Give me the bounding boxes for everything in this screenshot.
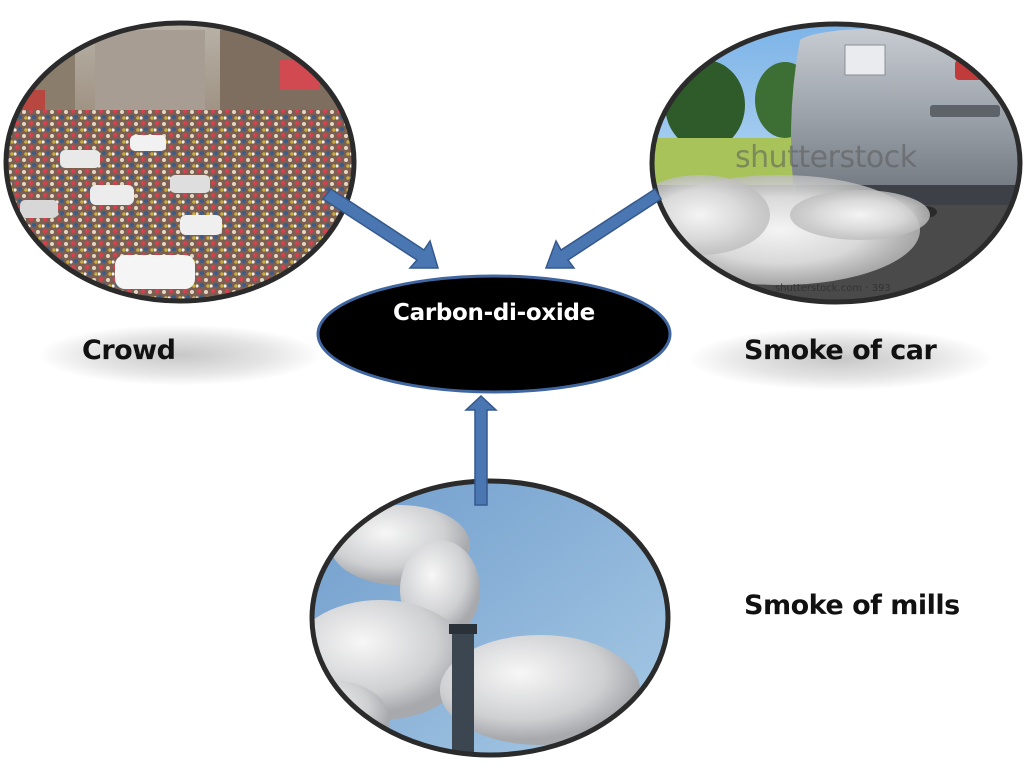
car-photo-frame: [649, 21, 1023, 305]
crowd-label-shadow: [40, 325, 320, 385]
car-label-shadow: [690, 328, 990, 390]
crowd-photo-frame: [3, 20, 357, 304]
co2-label: Carbon-di-oxide: [393, 300, 595, 326]
mill-photo-frame: [309, 478, 671, 758]
mill-smoke-label: Smoke of mills: [744, 590, 960, 621]
arrow-from-mills: [464, 394, 498, 506]
shutterstock-watermark: shutterstock: [735, 140, 917, 175]
arrow-from-car: [544, 187, 663, 269]
car-photo: [652, 24, 1020, 302]
crowd-photo: [6, 23, 354, 301]
shutterstock-footer: shutterstock.com · 393: [775, 283, 891, 294]
crowd-label: Crowd: [82, 335, 176, 366]
car-smoke-label: Smoke of car: [744, 335, 937, 366]
co2-center-node: [316, 274, 672, 394]
arrow-from-crowd: [321, 187, 440, 269]
